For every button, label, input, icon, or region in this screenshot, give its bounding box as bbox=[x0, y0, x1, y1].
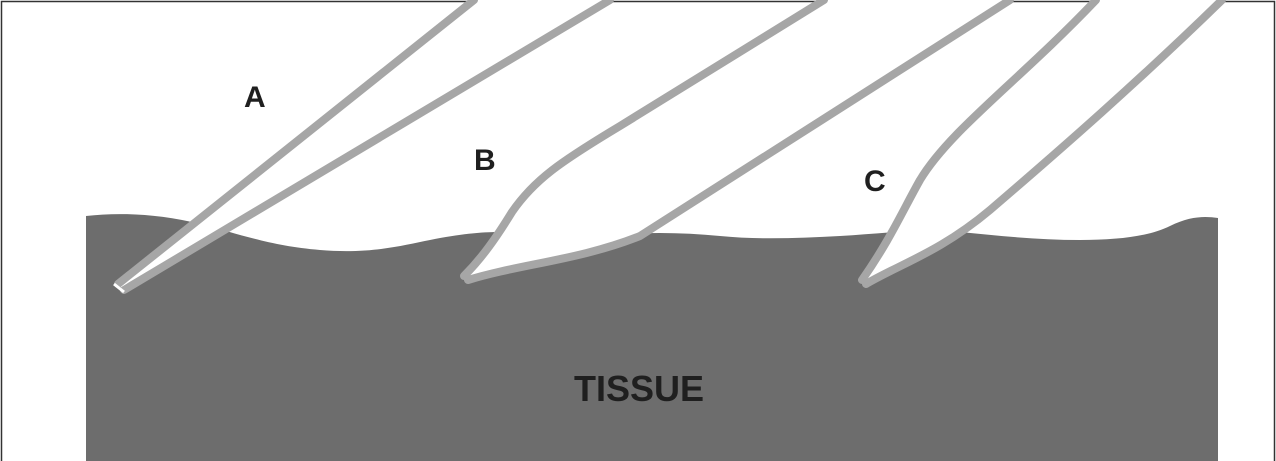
label-tissue: TISSUE bbox=[574, 368, 704, 409]
label-needle-b: B bbox=[474, 144, 496, 177]
tissue-block bbox=[86, 214, 1218, 461]
label-needle-c: C bbox=[864, 165, 886, 198]
label-needle-a: A bbox=[244, 81, 266, 114]
